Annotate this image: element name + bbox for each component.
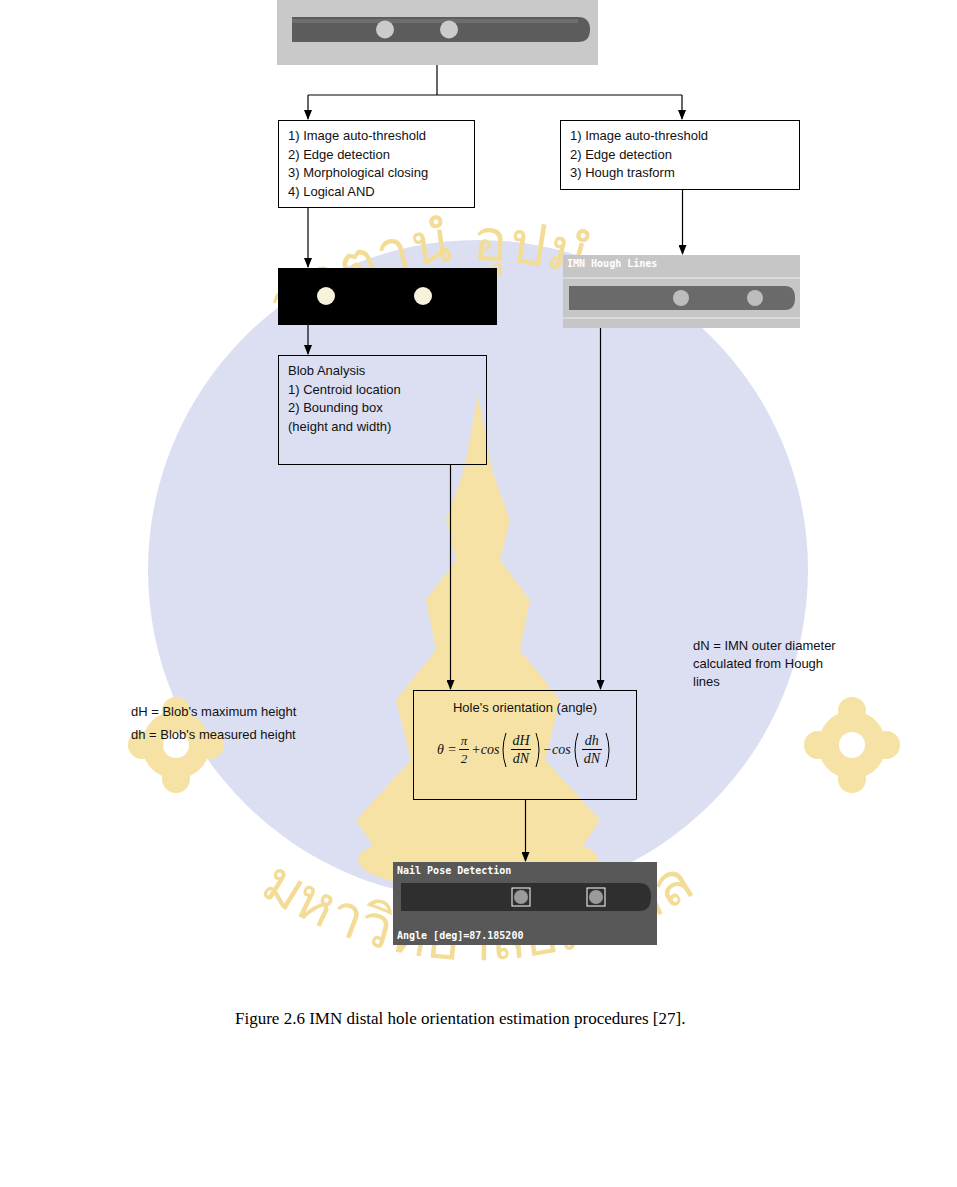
box-text: (height and width)	[288, 418, 477, 437]
process-box: Blob Analysis1) Centroid location2) Boun…	[278, 355, 487, 465]
box-text: 1) Image auto-threshold	[288, 127, 465, 146]
box-text: 3) Hough trasform	[570, 164, 790, 183]
box-text: 4) Logical AND	[288, 183, 465, 202]
variable-definition: dh = Blob's measured height	[131, 726, 296, 744]
process-box: 1) Image auto-threshold2) Edge detection…	[560, 120, 800, 190]
flow-arrow	[600, 328, 601, 689]
parenthesis-symbol	[605, 732, 612, 768]
watermark-emblem	[356, 395, 600, 890]
formula-term: θ =	[437, 741, 457, 758]
formula-term: 2	[459, 749, 470, 767]
fraction: dHdN	[510, 732, 531, 767]
formula-term: dN	[582, 749, 602, 767]
watermark-text: มหาวิทยาลัยมหิดล	[251, 847, 706, 975]
formula-term: dh	[583, 732, 601, 749]
box-text: 1) Image auto-threshold	[570, 127, 790, 146]
formula-term: π	[459, 732, 470, 749]
box-text: 2) Edge detection	[288, 146, 465, 165]
box-text: 2) Edge detection	[570, 146, 790, 165]
formula-term: +cos	[471, 741, 499, 758]
figure-caption: Figure 2.6 IMN distal hole orientation e…	[235, 1008, 685, 1030]
image-overlay-text: Angle [deg]=87.185200	[397, 930, 523, 942]
flow-arrow	[450, 465, 451, 689]
variable-definition: dN = IMN outer diameter calculated from …	[693, 637, 838, 691]
hough-image: IMN Hough Lines	[563, 255, 800, 328]
box-title: Hole's orientation (angle)	[453, 699, 597, 718]
image-overlay-text: Nail Pose Detection	[397, 865, 511, 877]
flow-arrow	[525, 800, 526, 861]
formula-term: dN	[511, 749, 531, 767]
binary-image	[278, 268, 497, 325]
formula-term: dH	[510, 732, 531, 749]
process-box: 1) Image auto-threshold2) Edge detection…	[278, 120, 475, 208]
parenthesis-symbol	[535, 732, 542, 768]
parenthesis-symbol	[500, 732, 507, 768]
watermark-ornament	[128, 697, 900, 793]
xray-image	[277, 0, 598, 65]
formula-term: −cos	[543, 741, 571, 758]
image-overlay-text: IMN Hough Lines	[567, 258, 657, 270]
box-title: Blob Analysis	[288, 362, 477, 381]
parenthesis-symbol	[572, 732, 579, 768]
box-text: 3) Morphological closing	[288, 164, 465, 183]
variable-definition: dH = Blob's maximum height	[131, 703, 296, 721]
watermark-circle	[148, 240, 808, 900]
formula-box: Hole's orientation (angle)θ =π2+cosdHdN−…	[413, 690, 637, 800]
box-text: 1) Centroid location	[288, 381, 477, 400]
flow-arrow	[682, 190, 683, 255]
result-image: Nail Pose DetectionAngle [deg]=87.185200	[393, 862, 657, 945]
fraction: π2	[459, 732, 470, 767]
box-text: 2) Bounding box	[288, 399, 477, 418]
fraction: dhdN	[582, 732, 602, 767]
formula-row: θ =π2+cosdHdN−cosdhdN	[437, 732, 613, 768]
